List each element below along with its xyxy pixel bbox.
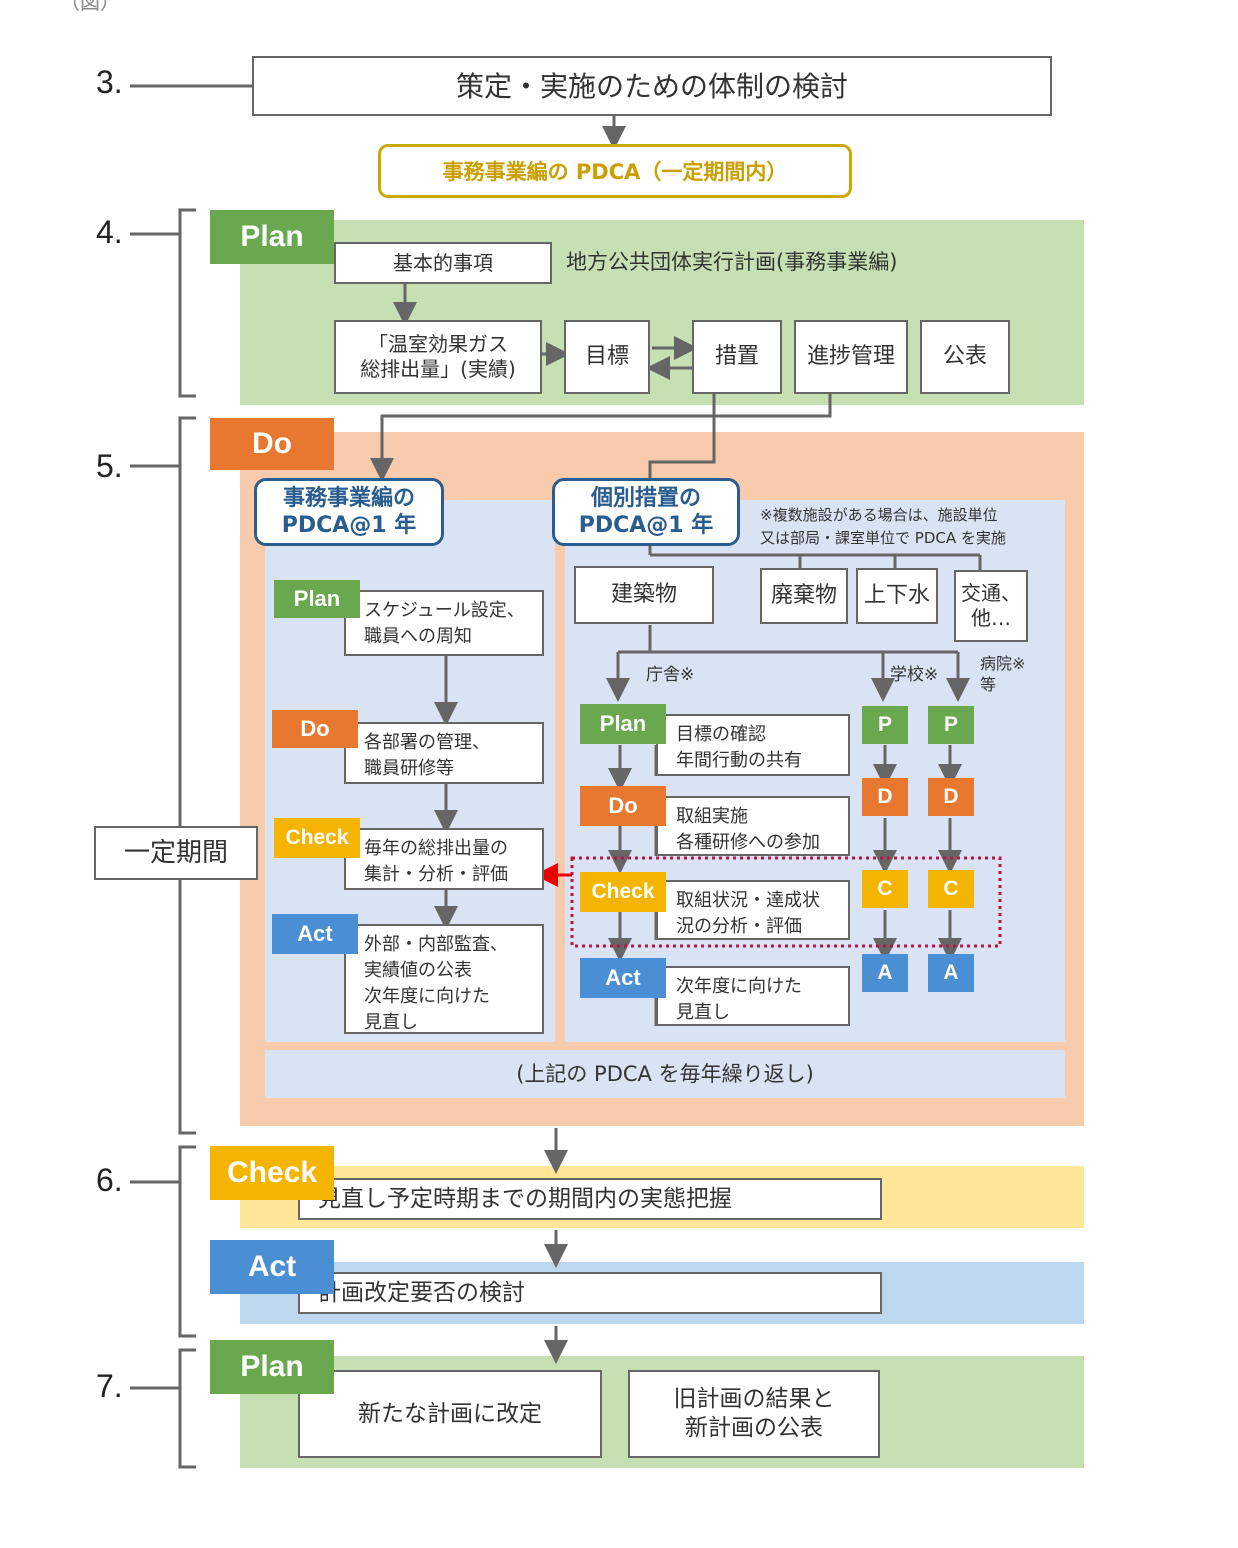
individual-plan-tag: Plan xyxy=(580,704,666,744)
hospital-a-tag: A xyxy=(928,954,974,992)
plan-caption: 地方公共団体実行計画(事務事業編) xyxy=(566,250,898,274)
office-pdca-header: 事務事業編の PDCA@1 年 xyxy=(254,478,444,546)
step-number-5: 5. xyxy=(96,448,123,484)
facility-hospital: 病院※ 等 xyxy=(980,654,1026,694)
act-tag-step6: Act xyxy=(210,1240,334,1294)
publish-box: 公表 xyxy=(920,320,1010,394)
category-transport: 交通、 他… xyxy=(954,570,1028,642)
category-water: 上下水 xyxy=(856,568,938,624)
category-waste: 廃棄物 xyxy=(760,568,848,624)
office-do-tag: Do xyxy=(272,710,358,748)
individual-do-tag: Do xyxy=(580,786,666,826)
check-tag-step6: Check xyxy=(210,1146,334,1200)
publish-results-box: 旧計画の結果と 新計画の公表 xyxy=(628,1370,880,1458)
corner-label: （図） xyxy=(60,0,120,14)
check-highlight-dotted xyxy=(570,856,1002,948)
hospital-d-tag: D xyxy=(928,778,974,816)
measures-box: 措置 xyxy=(692,320,782,394)
school-p-tag: P xyxy=(862,706,908,744)
bracket-6 xyxy=(178,1145,196,1338)
plan-tag-step4: Plan xyxy=(210,210,334,264)
office-plan-text: スケジュール設定、 職員への周知 xyxy=(344,590,544,656)
basic-items-box: 基本的事項 xyxy=(334,242,552,284)
hospital-c-tag: C xyxy=(928,870,974,908)
individual-check-tag: Check xyxy=(580,872,666,912)
do-tag-step5: Do xyxy=(210,418,334,470)
ghg-emissions-box: 「温室効果ガス 総排出量」(実績) xyxy=(334,320,542,394)
step-number-4: 4. xyxy=(96,214,123,250)
hospital-p-tag: P xyxy=(928,706,974,744)
office-check-tag: Check xyxy=(274,818,360,858)
bracket-4 xyxy=(178,208,196,398)
office-do-text: 各部署の管理、 職員研修等 xyxy=(344,722,544,784)
revise-plan-box: 新たな計画に改定 xyxy=(298,1370,602,1458)
pdca-banner: 事務事業編の PDCA（一定期間内） xyxy=(378,144,852,198)
connector-measures-to-individual xyxy=(648,392,716,480)
repeat-panel xyxy=(265,1050,1065,1098)
individual-plan-text: 目標の確認 年間行動の共有 xyxy=(656,714,850,776)
bracket-7 xyxy=(178,1348,196,1469)
target-box: 目標 xyxy=(564,320,650,394)
individual-check-text: 取組状況・達成状 況の分析・評価 xyxy=(656,880,850,940)
office-check-text: 毎年の総排出量の 集計・分析・評価 xyxy=(344,828,544,890)
school-c-tag: C xyxy=(862,870,908,908)
school-a-tag: A xyxy=(862,954,908,992)
facility-note: ※複数施設がある場合は、施設単位 又は部局・課室単位で PDCA を実施 xyxy=(760,506,1006,547)
check-text-box: 見直し予定時期までの期間内の実態把握 xyxy=(298,1178,882,1220)
repeat-note: (上記の PDCA を毎年繰り返し) xyxy=(516,1062,814,1086)
step-number-7: 7. xyxy=(96,1368,123,1404)
facility-office: 庁舎※ xyxy=(646,665,695,685)
step-number-3: 3. xyxy=(96,64,123,100)
category-buildings: 建築物 xyxy=(574,566,714,624)
step-number-6: 6. xyxy=(96,1162,123,1198)
individual-act-text: 次年度に向けた 見直し xyxy=(656,966,850,1026)
bracket-5 xyxy=(178,416,196,1135)
connector-progress-to-office xyxy=(370,392,832,482)
individual-act-tag: Act xyxy=(580,958,666,998)
step3-title-box: 策定・実施のための体制の検討 xyxy=(252,56,1052,116)
school-d-tag: D xyxy=(862,778,908,816)
office-act-text: 外部・内部監査、 実績値の公表 次年度に向けた 見直し xyxy=(344,924,544,1034)
office-plan-tag: Plan xyxy=(274,580,360,618)
period-label-box: 一定期間 xyxy=(94,826,258,880)
individual-pdca-header: 個別措置の PDCA@1 年 xyxy=(552,478,740,546)
plan-tag-step7: Plan xyxy=(210,1340,334,1394)
act-text-box: 計画改定要否の検討 xyxy=(298,1272,882,1314)
individual-do-text: 取組実施 各種研修への参加 xyxy=(656,796,850,856)
progress-mgmt-box: 進捗管理 xyxy=(794,320,908,394)
facility-school: 学校※ xyxy=(890,665,939,685)
office-act-tag: Act xyxy=(272,914,358,954)
